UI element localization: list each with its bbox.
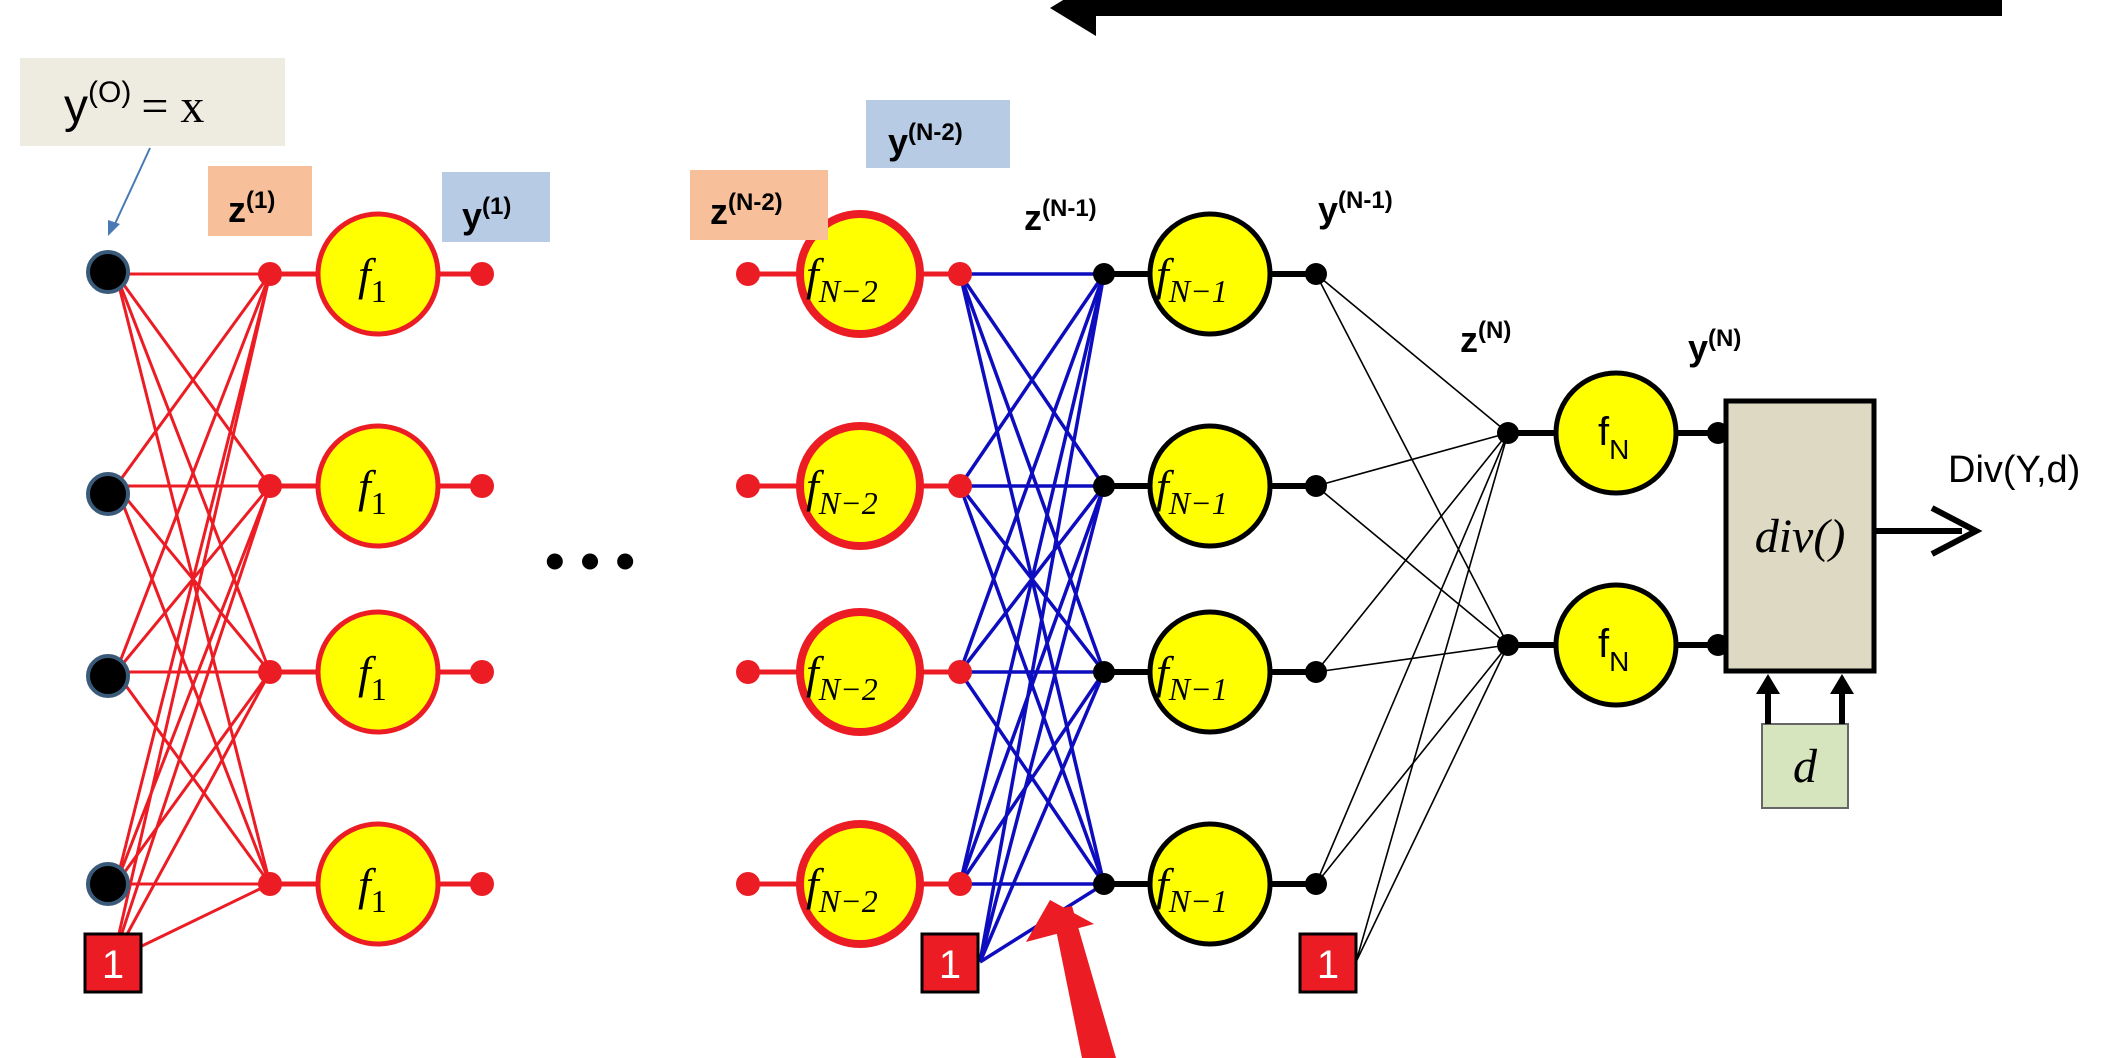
- fN2-neuron: [796, 820, 924, 948]
- svg-text:1: 1: [1317, 943, 1339, 987]
- y1-node: [470, 660, 494, 684]
- label-yN2: y(N-2): [866, 100, 1010, 168]
- bias-node-2: 1: [920, 932, 980, 994]
- label-zN1: z(N-1): [1024, 195, 1097, 238]
- input-node: [86, 654, 130, 698]
- z1-node: [258, 262, 282, 286]
- output-arrow: [1874, 505, 1983, 557]
- bias-node-1: 1: [83, 932, 143, 994]
- fN1-label: fN−1: [1156, 647, 1228, 707]
- f1-neuron: [315, 211, 441, 337]
- yN2-node: [948, 474, 972, 498]
- yN1-node: [1305, 263, 1327, 285]
- input-node: [86, 472, 130, 516]
- label-yN1: y(N-1): [1318, 187, 1393, 230]
- target-box: d: [1756, 674, 1854, 809]
- svg-text:z(N-2): z(N-2): [710, 189, 783, 232]
- yN1-node: [1305, 661, 1327, 683]
- svg-text:z(1): z(1): [228, 187, 275, 230]
- yN1-node: [1305, 475, 1327, 497]
- yN2-node: [948, 660, 972, 684]
- zN-node: [1497, 634, 1519, 656]
- zN1-node: [1093, 873, 1115, 895]
- fN2-label: fN−2: [806, 249, 878, 309]
- fN-neuron: [1553, 370, 1679, 496]
- fN-label: fN: [1598, 410, 1629, 465]
- f1-neuron: [315, 423, 441, 549]
- fN2-neuron: [796, 608, 924, 736]
- layer1-connections: [111, 272, 272, 962]
- layerN1-connections: [958, 272, 1106, 964]
- gradient-pointer-arrow: [1026, 900, 1116, 1058]
- label-y1: y(1): [442, 172, 550, 242]
- fN-neuron: [1553, 582, 1679, 708]
- fN1-neuron: [1147, 609, 1273, 735]
- fN2-neuron: [796, 422, 924, 550]
- label-zN2: z(N-2): [690, 170, 828, 240]
- label-y0: y(O)= x: [20, 58, 285, 236]
- zN2-node: [736, 660, 760, 684]
- yN2-node: [948, 262, 972, 286]
- fN1-neuron: [1147, 211, 1273, 337]
- svg-text:1: 1: [939, 943, 961, 987]
- fN2-neuron: [796, 210, 924, 338]
- div-box: div(): [1723, 398, 1877, 674]
- z1-node: [258, 872, 282, 896]
- output-label: Div(Y,d): [1948, 449, 2080, 491]
- z1-node: [258, 660, 282, 684]
- fN1-neuron: [1147, 821, 1273, 947]
- svg-text:y(O)= x: y(O)= x: [64, 76, 204, 133]
- yN1-node: [1305, 873, 1327, 895]
- svg-text:y(N-2): y(N-2): [888, 119, 963, 162]
- y1-node: [470, 262, 494, 286]
- layerN-connections: [1315, 273, 1509, 963]
- f1-neuron: [315, 609, 441, 735]
- fN1-neuron: [1147, 423, 1273, 549]
- layerN-neurons: fN fN: [1497, 370, 1729, 708]
- svg-text:1: 1: [102, 943, 124, 987]
- fN-label: fN: [1598, 622, 1629, 677]
- layerN2-neurons: fN−2fN−2fN−2fN−2: [736, 210, 972, 948]
- ellipsis: • • •: [545, 529, 635, 592]
- zN2-node: [736, 262, 760, 286]
- f1-neuron: [315, 821, 441, 947]
- zN1-node: [1093, 475, 1115, 497]
- yN2-node: [948, 872, 972, 896]
- input-node: [86, 862, 130, 906]
- backward-pass-arrow: [1050, 0, 2002, 36]
- zN2-node: [736, 872, 760, 896]
- input-node: [86, 250, 130, 294]
- div-label: div(): [1755, 510, 1846, 563]
- label-z1: z(1): [208, 166, 312, 236]
- target-label: d: [1793, 740, 1818, 793]
- fN2-label: fN−2: [806, 859, 878, 919]
- zN2-node: [736, 474, 760, 498]
- y1-node: [470, 872, 494, 896]
- input-nodes: [86, 250, 130, 906]
- fN1-label: fN−1: [1156, 461, 1228, 521]
- svg-text:y(1): y(1): [462, 193, 511, 236]
- zN1-node: [1093, 661, 1115, 683]
- z1-node: [258, 474, 282, 498]
- layerN1-neurons: fN−1fN−1fN−1fN−1: [1093, 211, 1327, 947]
- y1-node: [470, 474, 494, 498]
- zN1-node: [1093, 263, 1115, 285]
- label-zN: z(N): [1460, 317, 1511, 360]
- zN-node: [1497, 422, 1519, 444]
- label-yN: y(N): [1688, 325, 1741, 368]
- bias-node-3: 1: [1298, 932, 1358, 994]
